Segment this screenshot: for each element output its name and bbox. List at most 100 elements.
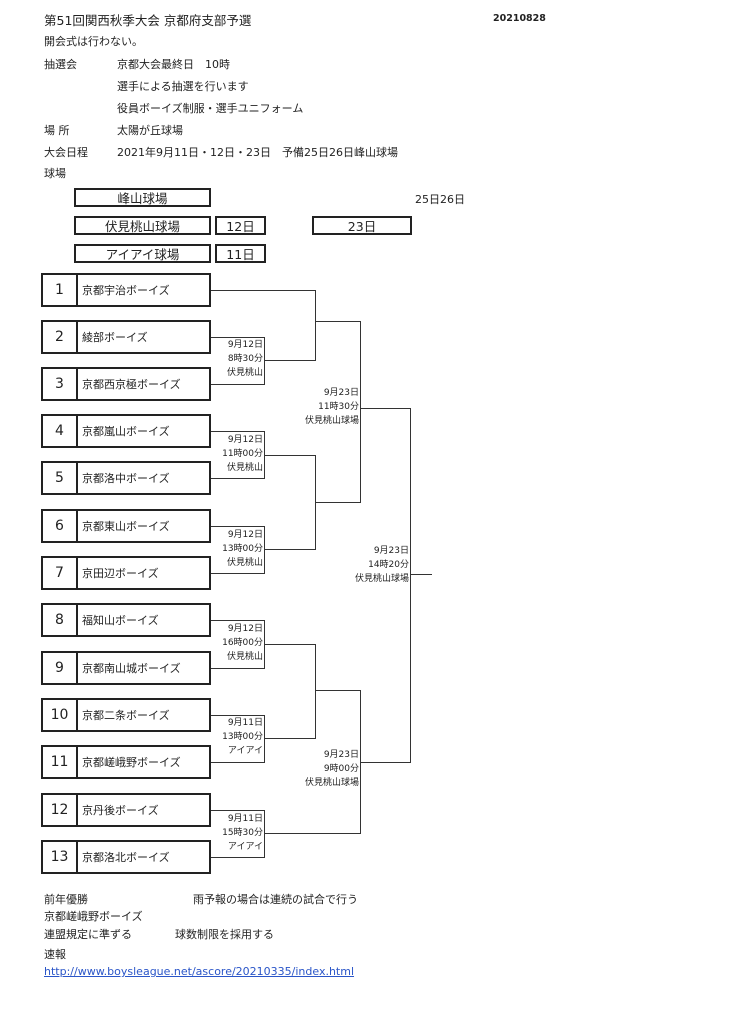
seed-number: 10 (41, 698, 78, 732)
team-name: 京都宇治ボーイズ (76, 273, 211, 307)
match-date: 9月12日 (227, 340, 263, 350)
match-date: 9月11日 (227, 718, 263, 728)
champion-label: 前年優勝 (44, 893, 88, 906)
match-info: 9月12日 11時00分 伏見桃山 (222, 433, 263, 475)
match-info: 9月23日 9時00分 伏見桃山球場 (305, 748, 359, 790)
team-name: 京都西京極ボーイズ (76, 367, 211, 401)
match-place: 伏見桃山 (226, 558, 263, 568)
bracket-line (315, 321, 360, 322)
report-label: 速報 (44, 948, 66, 961)
seed-number: 11 (41, 745, 78, 779)
team-name: 京都東山ボーイズ (76, 509, 211, 543)
bracket-line (264, 833, 360, 834)
info-lottery-line-1: 京都大会最終日 10時 (117, 58, 230, 71)
match-date: 9月23日 (323, 388, 359, 398)
seed-number: 12 (41, 793, 78, 827)
match-date: 9月23日 (373, 546, 409, 556)
bracket-line (211, 384, 264, 385)
venue-aiai-day: 11日 (215, 244, 266, 263)
match-date: 9月12日 (227, 435, 263, 445)
match-place: 伏見桃山 (226, 463, 263, 473)
match-place: 伏見桃山 (226, 368, 263, 378)
bracket-line (315, 290, 316, 361)
match-time: 13時00分 (222, 732, 263, 742)
bracket-line (410, 574, 432, 575)
match-info: 9月11日 15時30分 アイアイ (222, 812, 263, 854)
bracket-line (264, 455, 315, 456)
match-date: 9月11日 (227, 814, 263, 824)
match-place: 伏見桃山球場 (354, 574, 409, 584)
info-label-schedule: 大会日程 (44, 146, 88, 159)
rain-note: 雨予報の場合は連続の試合で行う (193, 893, 358, 906)
bracket-line (264, 810, 265, 858)
bracket-line (211, 668, 264, 669)
bracket-line (264, 360, 315, 361)
team-name: 京丹後ボーイズ (76, 793, 211, 827)
bracket-line (211, 762, 264, 763)
seed-number: 5 (41, 461, 78, 495)
opening-note: 開会式は行わない。 (44, 35, 143, 48)
match-time: 8時30分 (227, 354, 263, 364)
info-label-lottery: 抽選会 (44, 58, 77, 71)
results-link[interactable]: http://www.boysleague.net/ascore/2021033… (44, 965, 355, 978)
seed-number: 4 (41, 414, 78, 448)
seed-number: 7 (41, 556, 78, 590)
bracket-line (264, 644, 315, 645)
match-place: アイアイ (227, 746, 263, 756)
bracket-line (211, 478, 264, 479)
match-place: 伏見桃山球場 (304, 778, 359, 788)
bracket-line (264, 526, 265, 574)
team-name: 京都二条ボーイズ (76, 698, 211, 732)
info-schedule: 2021年9月11日・12日・23日 予備25日26日峰山球場 (117, 146, 398, 159)
match-date: 9月23日 (323, 750, 359, 760)
venue-section-label: 球場 (44, 167, 66, 180)
seed-number: 13 (41, 840, 78, 874)
bracket-line (410, 408, 411, 763)
match-date: 9月12日 (227, 530, 263, 540)
seed-number: 2 (41, 320, 78, 354)
match-info: 9月23日 14時20分 伏見桃山球場 (355, 544, 409, 586)
team-name: 京田辺ボーイズ (76, 556, 211, 590)
bracket-line (211, 290, 315, 291)
info-label-place: 場 所 (44, 124, 70, 137)
page-title: 第51回関西秋季大会 京都府支部予選 (44, 13, 252, 28)
bracket-line (211, 715, 264, 716)
match-info: 9月23日 11時30分 伏見桃山球場 (305, 386, 359, 428)
venue-fushimi-day2: 23日 (312, 216, 412, 235)
bracket-line (264, 337, 265, 385)
pitch-limit-note: 球数制限を採用する (175, 928, 274, 941)
bracket-line (211, 810, 264, 811)
venue-mineyama: 峰山球場 (74, 188, 211, 207)
seed-number: 6 (41, 509, 78, 543)
venue-fushimi-day: 12日 (215, 216, 266, 235)
team-name: 福知山ボーイズ (76, 603, 211, 637)
match-place: 伏見桃山球場 (304, 416, 359, 426)
team-name: 京都嵐山ボーイズ (76, 414, 211, 448)
champion-team: 京都嵯峨野ボーイズ (44, 910, 143, 923)
bracket-line (264, 715, 265, 763)
bracket-line (315, 690, 360, 691)
bracket-line (315, 502, 360, 503)
match-place: アイアイ (227, 842, 263, 852)
match-place: 伏見桃山 (226, 652, 263, 662)
bracket-line (211, 620, 264, 621)
venue-aiai: アイアイ球場 (74, 244, 211, 263)
match-info: 9月12日 16時00分 伏見桃山 (222, 622, 263, 664)
seed-number: 1 (41, 273, 78, 307)
bracket-line (264, 738, 315, 739)
team-name: 綾部ボーイズ (76, 320, 211, 354)
bracket-line (360, 762, 410, 763)
team-name: 京都洛北ボーイズ (76, 840, 211, 874)
info-place: 太陽が丘球場 (117, 124, 183, 137)
bracket-line (360, 408, 410, 409)
match-time: 16時00分 (222, 638, 263, 648)
team-name: 京都洛中ボーイズ (76, 461, 211, 495)
match-info: 9月12日 8時30分 伏見桃山 (227, 338, 263, 380)
bracket-line (315, 644, 316, 739)
match-time: 13時00分 (222, 544, 263, 554)
bracket-line (211, 857, 264, 858)
bracket-line (264, 549, 315, 550)
seed-number: 8 (41, 603, 78, 637)
match-info: 9月12日 13時00分 伏見桃山 (222, 528, 263, 570)
match-time: 9時00分 (323, 764, 359, 774)
